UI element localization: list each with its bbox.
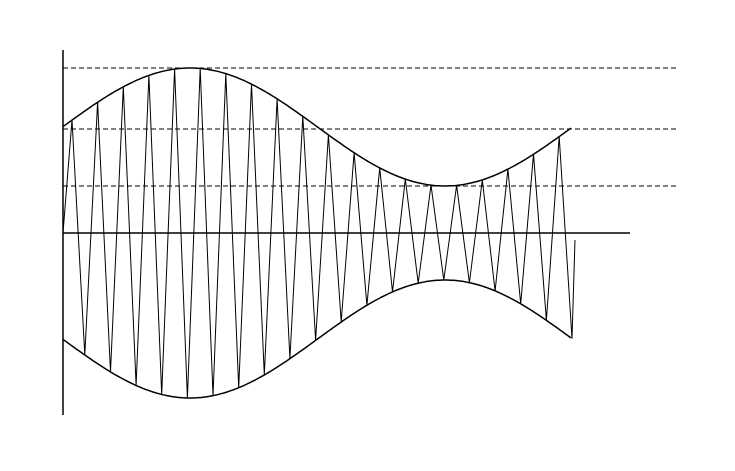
- lower-envelope: [62, 279, 572, 399]
- upper-envelope: [62, 67, 572, 187]
- modulated-carrier-wave: [62, 68, 576, 399]
